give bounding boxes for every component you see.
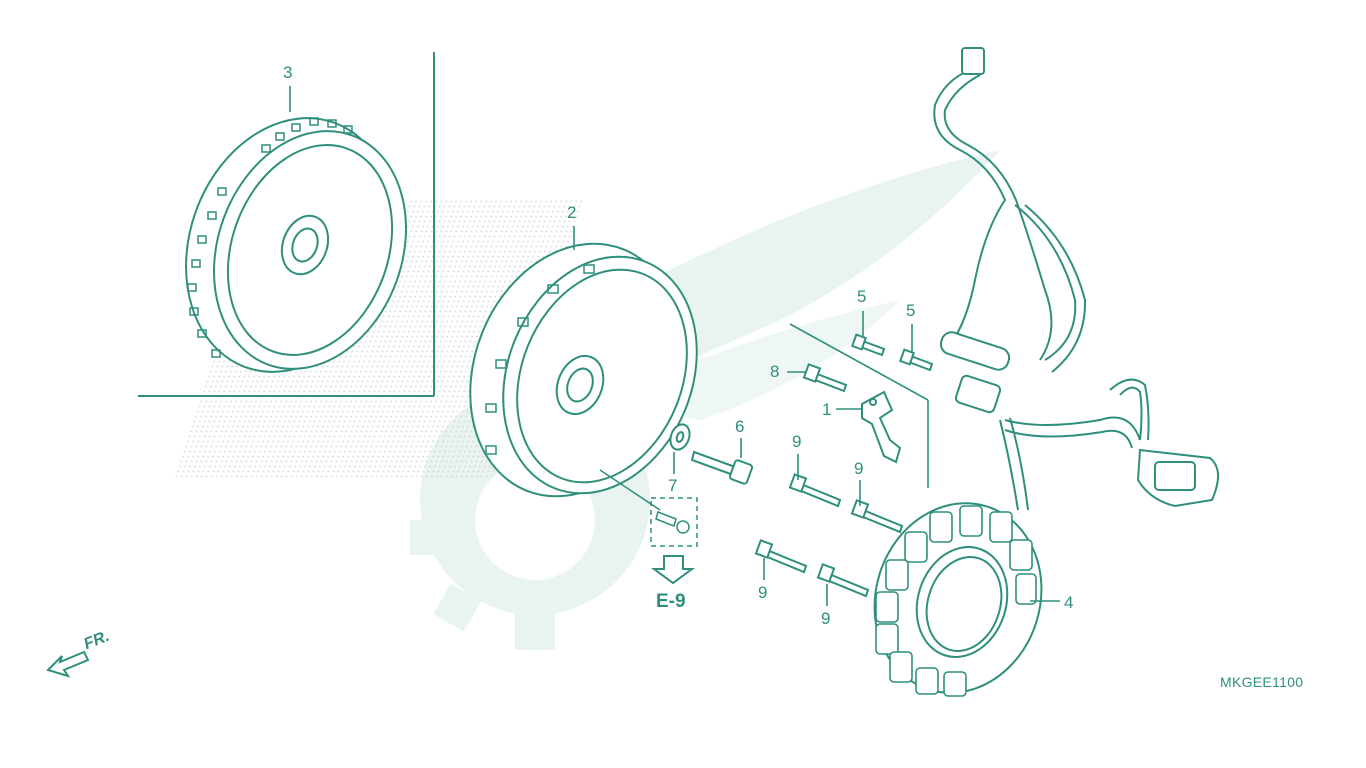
callout-4: 4 — [1064, 593, 1074, 612]
reference-label: E-9 — [656, 591, 686, 612]
wire-clamp-bracket — [861, 390, 902, 464]
callout-5-right: 5 — [906, 301, 916, 320]
callout-8: 8 — [770, 362, 780, 381]
callout-2: 2 — [567, 203, 577, 222]
callout-9-b: 9 — [854, 459, 864, 478]
callout-9-a: 9 — [792, 432, 802, 451]
leader-lines — [289, 86, 1060, 606]
flywheel-inset — [185, 117, 407, 373]
callout-6: 6 — [735, 417, 745, 436]
rotor-flywheel — [469, 242, 698, 498]
inset-frame — [138, 52, 435, 397]
reference-arrow — [650, 555, 696, 585]
callout-3: 3 — [283, 63, 293, 82]
callout-7: 7 — [668, 476, 678, 495]
callout-9-c: 9 — [758, 583, 768, 602]
diagram-code: MKGEE1100 — [1220, 674, 1304, 690]
callout-5-left: 5 — [857, 287, 867, 306]
stator — [873, 502, 1043, 697]
front-direction-arrow — [46, 650, 90, 678]
harness-grommet — [939, 331, 1011, 414]
reference-bolt-box — [599, 469, 698, 547]
wire-harness — [933, 69, 1150, 511]
harness-connector — [961, 47, 1219, 508]
flange-bolt — [690, 450, 754, 485]
washer — [669, 423, 691, 451]
callout-1: 1 — [822, 400, 832, 419]
mounting-bolts — [754, 333, 934, 598]
callout-9-d: 9 — [821, 609, 831, 628]
